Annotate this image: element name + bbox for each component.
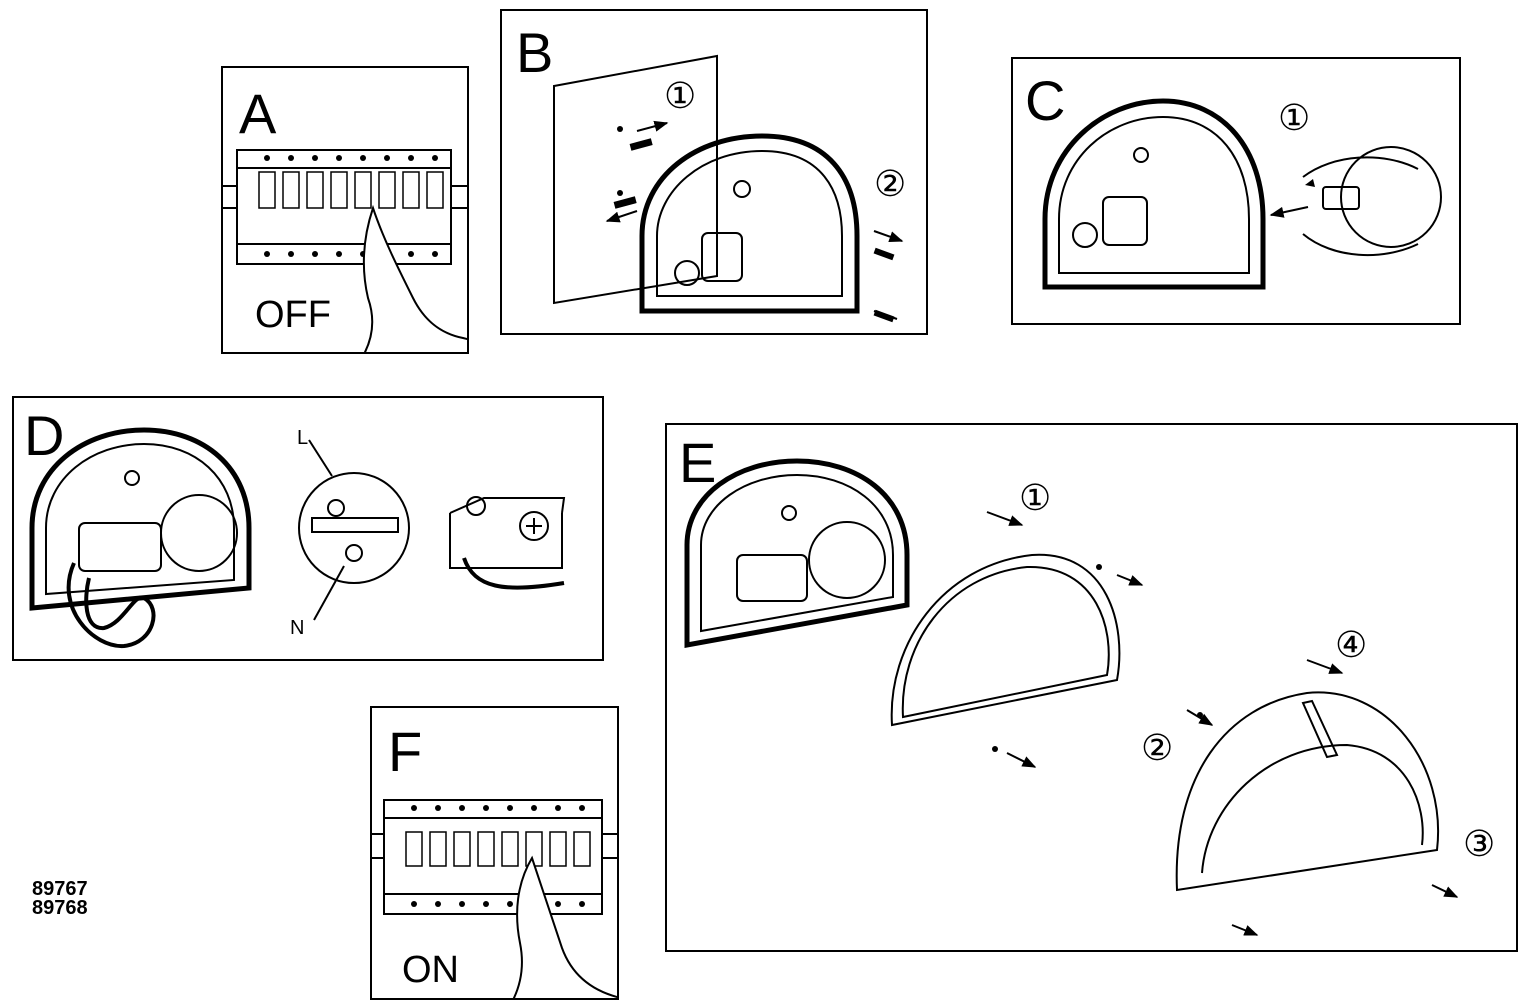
breaker-on-illustration xyxy=(372,799,617,998)
panel-e-step-2: ② xyxy=(1141,728,1174,769)
panel-e-step-4: ④ xyxy=(1335,625,1368,666)
wall-mounting-illustration xyxy=(553,54,904,323)
panel-b-letter: B xyxy=(516,21,554,84)
cover-assembly-illustration xyxy=(684,458,1459,936)
neutral-wire-label: N xyxy=(290,617,305,639)
panel-a: A OFF xyxy=(221,66,469,354)
panel-b-step-1: ① xyxy=(664,76,697,117)
panel-e-step-1: ① xyxy=(1019,478,1052,519)
live-wire-label: L xyxy=(297,427,309,449)
panel-b-step-2: ② xyxy=(874,164,907,205)
panel-d: D L N xyxy=(12,396,604,661)
panel-e-step-3: ③ xyxy=(1463,824,1496,865)
panel-c: C ① xyxy=(1011,57,1461,325)
breaker-off-illustration xyxy=(223,149,467,352)
panel-a-letter: A xyxy=(239,82,277,145)
model-number: 89767 xyxy=(32,878,88,900)
panel-b: B ① ② xyxy=(500,9,928,335)
panel-e: E ① ② ③ ④ xyxy=(665,423,1518,952)
panel-c-letter: C xyxy=(1025,69,1066,132)
panel-f-letter: F xyxy=(388,720,423,783)
model-numbers: 89767 89768 xyxy=(32,878,88,919)
panel-d-letter: D xyxy=(24,404,65,467)
model-number: 89768 xyxy=(32,897,88,919)
bulb-install-illustration xyxy=(1042,98,1442,290)
panel-f: F ON xyxy=(370,706,619,1000)
wiring-illustration xyxy=(29,427,566,649)
panel-e-letter: E xyxy=(679,431,717,494)
panel-a-state: OFF xyxy=(255,294,331,336)
panel-f-state: ON xyxy=(402,949,459,991)
panel-c-step-1: ① xyxy=(1278,98,1311,139)
